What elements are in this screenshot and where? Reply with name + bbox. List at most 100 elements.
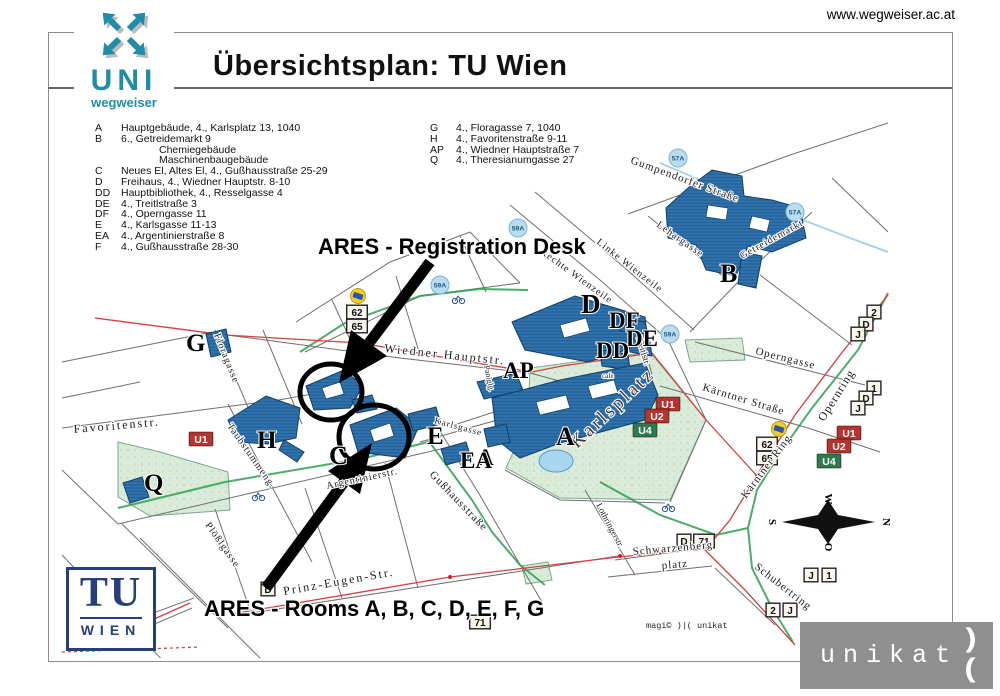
legend-item-code: DD bbox=[95, 186, 111, 199]
tram-badge-J: J bbox=[850, 326, 866, 342]
bicycle-icon bbox=[661, 503, 676, 513]
rail-strokes bbox=[149, 597, 195, 627]
svg-text:D: D bbox=[862, 320, 869, 331]
svg-text:71: 71 bbox=[474, 618, 486, 629]
street-label: Operngasse bbox=[754, 345, 816, 371]
legend-item: G 4., Floragasse 7, 1040 bbox=[430, 123, 579, 134]
legend-item-text: 4., Floragasse 7, 1040 bbox=[456, 122, 561, 134]
bicycle-icons bbox=[251, 295, 676, 513]
building-b-annex bbox=[737, 251, 763, 289]
legend-item-code: B bbox=[95, 132, 103, 145]
building-g bbox=[205, 328, 232, 358]
tram-badge-71: 71 bbox=[469, 614, 492, 630]
tram-badge-65: 65 bbox=[756, 450, 779, 466]
legend-item-code: DE bbox=[95, 197, 110, 210]
svg-text:J: J bbox=[855, 330, 861, 341]
legend-item-text: Hauptgebäude, 4., Karlsplatz 13, 1040 bbox=[121, 122, 301, 134]
svg-text:65: 65 bbox=[351, 322, 363, 333]
legend-item: DD Hauptbibliothek, 4., Resselgasse 4 bbox=[95, 186, 328, 199]
building-label-G: G bbox=[186, 330, 205, 357]
svg-text:U2: U2 bbox=[650, 411, 664, 423]
legend-item-text: Maschinenbaugebäude bbox=[159, 154, 269, 167]
bus-badge-59A: 59A bbox=[430, 275, 450, 295]
legend-item-code: H bbox=[430, 132, 438, 145]
ubahn-badge-U1: U1 bbox=[836, 425, 862, 441]
bicycle-icon bbox=[251, 492, 266, 502]
bus-badge-59A: 59A bbox=[508, 218, 528, 238]
svg-text:65: 65 bbox=[761, 454, 773, 465]
tram-badge-J: J bbox=[782, 602, 798, 618]
street-label: Lothringerstr. bbox=[594, 501, 626, 549]
wlb-badge bbox=[771, 421, 787, 437]
legend-item-text: 6., Getreidemarkt 9 bbox=[121, 132, 211, 145]
legend-item-text: 4., Wiedner Hauptstraße 7 bbox=[456, 143, 580, 156]
wlb-badge bbox=[350, 288, 366, 304]
svg-text:1: 1 bbox=[826, 571, 832, 582]
website-url: www.wegweiser.ac.at bbox=[826, 7, 955, 22]
svg-text:U2: U2 bbox=[832, 441, 846, 453]
legend-item: B 6., Getreidemarkt 9 bbox=[95, 132, 328, 145]
bicycle-icon bbox=[451, 295, 466, 305]
legend-item-text: Freihaus, 4., Wiedner Hauptstr. 8-10 bbox=[121, 175, 291, 188]
tram-badge-D: D bbox=[676, 533, 692, 549]
legend-item-code: F bbox=[95, 240, 102, 253]
street-label: Linke Wienzeile bbox=[594, 237, 664, 295]
legend-item-code: E bbox=[95, 219, 103, 232]
building-label-Q: Q bbox=[144, 470, 163, 497]
title-rule bbox=[48, 87, 952, 89]
svg-text:62: 62 bbox=[351, 308, 363, 319]
compass-letter-O: O bbox=[822, 543, 834, 552]
street-label: Favoritenstr. bbox=[73, 415, 160, 436]
annotation-text: ARES - Registration Desk bbox=[318, 234, 586, 259]
compass-rose bbox=[782, 500, 875, 544]
street-label: Gußhausstraße bbox=[427, 469, 490, 534]
legend-item-code bbox=[95, 145, 159, 156]
annotation-arrows bbox=[261, 258, 435, 592]
building-h-spur bbox=[278, 439, 305, 463]
unikat-glyph-icon: )( bbox=[960, 625, 981, 686]
tram-badge-62: 62 bbox=[346, 304, 369, 320]
annotation-text: ARES - Rooms A, B, C, D, E, F, G bbox=[204, 596, 544, 621]
tu-logo-text: TU bbox=[79, 570, 143, 616]
unikat-logo: unikat )( bbox=[800, 622, 993, 689]
tram-lines bbox=[61, 294, 889, 653]
legend-item-code: G bbox=[430, 122, 439, 134]
svg-text:2: 2 bbox=[871, 308, 877, 319]
building-df bbox=[617, 317, 649, 335]
ubahn-badge-U4: U4 bbox=[632, 422, 658, 438]
tram-badge-J: J bbox=[850, 400, 866, 416]
tram-badge-1: 1 bbox=[821, 567, 837, 583]
legend-item-text: Hauptbibliothek, 4., Resselgasse 4 bbox=[121, 186, 283, 199]
registration-desk-arrow bbox=[339, 258, 435, 383]
building-f bbox=[483, 423, 511, 448]
highlight-circles bbox=[297, 361, 412, 472]
building-ea bbox=[440, 441, 472, 466]
unikat-label: unikat bbox=[820, 641, 959, 670]
tram-badge-65: 65 bbox=[346, 318, 369, 334]
ubahn-badge-U2: U2 bbox=[644, 408, 670, 424]
legend-item-code: Q bbox=[430, 154, 439, 167]
svg-text:D: D bbox=[680, 537, 687, 548]
svg-text:62: 62 bbox=[761, 440, 773, 451]
street-label: cafe bbox=[602, 372, 614, 380]
logo-uni-text: UNI bbox=[90, 64, 158, 97]
tu-wien-logo: TU WIEN bbox=[66, 567, 156, 651]
svg-text:U1: U1 bbox=[842, 428, 856, 440]
legend-item-text: 4., Favoritenstraße 9-11 bbox=[456, 132, 568, 145]
bus-badge-59A: 59A bbox=[660, 324, 680, 344]
ubahn-badge-U1: U1 bbox=[655, 396, 681, 412]
street-label: Wiedner Hauptstr. bbox=[384, 341, 506, 368]
street-label: Plößlgasse bbox=[203, 520, 242, 570]
building-label-DE: DE bbox=[626, 326, 658, 351]
legend-item-code: EA bbox=[95, 229, 110, 242]
legend-item-text: Neues El, Altes El, 4., Gußhausstraße 25… bbox=[121, 165, 328, 178]
building-label-H: H bbox=[257, 427, 277, 454]
